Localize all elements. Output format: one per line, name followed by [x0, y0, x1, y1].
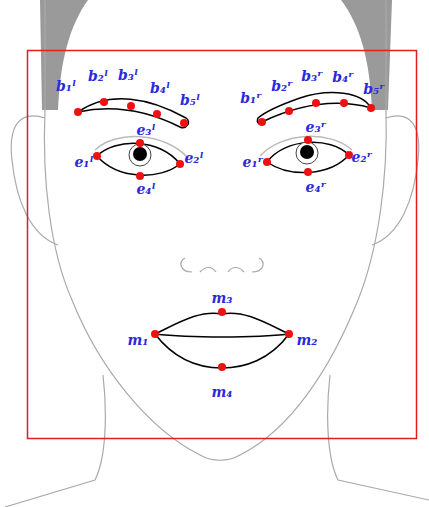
eye: [97, 143, 180, 175]
neck: [328, 375, 429, 500]
landmark-label: b₅ʳ: [363, 82, 385, 96]
landmark-label: b₂ʳ: [271, 79, 293, 93]
landmark-label: m₃: [212, 291, 233, 305]
face-outline: [44, 0, 386, 460]
nose: [228, 258, 263, 272]
ear: [372, 116, 419, 245]
neck: [5, 375, 105, 507]
landmark-label: e₃ˡ: [136, 123, 155, 137]
landmark-label: e₂ʳ: [352, 150, 373, 164]
landmark-label: b₁ʳ: [240, 91, 262, 105]
ear: [11, 116, 58, 245]
upper-lip: [155, 313, 289, 334]
pupil: [133, 147, 147, 161]
eyebrow: [78, 99, 188, 128]
lower-lip: [155, 334, 289, 368]
landmark-label: e₃ʳ: [306, 120, 327, 134]
landmark-label: b₃ˡ: [118, 68, 138, 82]
landmark-label: b₂ˡ: [88, 69, 108, 83]
iris: [296, 142, 318, 164]
nose: [181, 258, 216, 272]
landmark-label: b₃ʳ: [301, 69, 323, 83]
landmark-label: m₁: [128, 333, 149, 347]
landmark-label: b₄ˡ: [150, 81, 170, 95]
landmark-label: b₄ʳ: [332, 70, 354, 84]
landmark-dots: [74, 98, 375, 371]
landmark-label: m₂: [297, 333, 318, 347]
iris: [129, 144, 151, 166]
eyebrow: [257, 93, 371, 124]
landmark-label: b₅ˡ: [180, 93, 200, 107]
landmark-label: m₄: [212, 385, 233, 399]
bounding-box: [28, 51, 417, 439]
landmark-label: e₄ˡ: [136, 182, 155, 196]
pupil: [300, 145, 314, 159]
landmark-label: e₂ˡ: [184, 151, 203, 165]
landmark-label: e₁ˡ: [74, 155, 93, 169]
lip-line: [155, 334, 289, 337]
hair: [40, 0, 88, 110]
landmark-label: b₁ˡ: [56, 79, 76, 93]
landmark-label: e₁ʳ: [243, 155, 264, 169]
landmark-label: e₄ʳ: [306, 180, 327, 194]
